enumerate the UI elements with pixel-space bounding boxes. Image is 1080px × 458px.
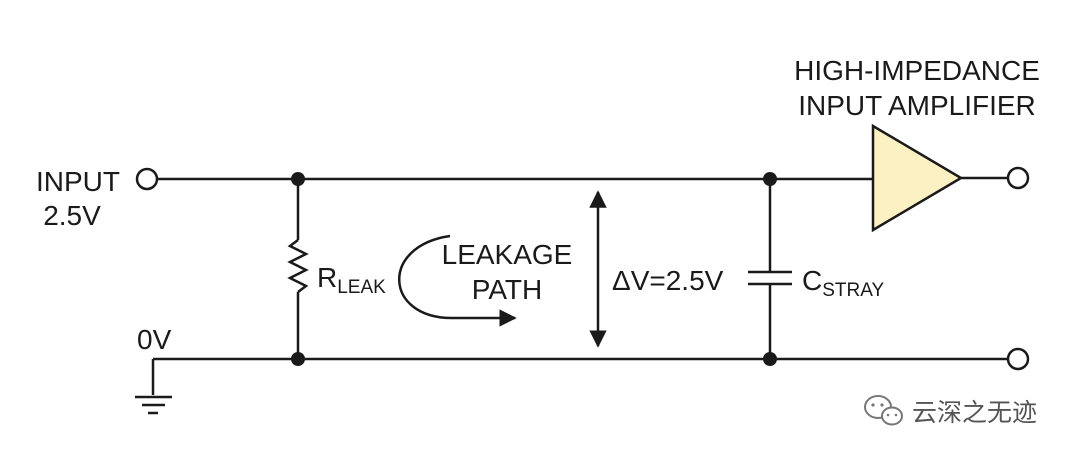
amplifier-title-line2: INPUT AMPLIFIER [798,90,1036,121]
watermark-text: 云深之无迹 [912,398,1037,427]
resistor-r-leak [287,179,309,359]
leakage-path-arrow [398,234,517,327]
amplifier-title-line1: HIGH-IMPEDANCE [794,55,1040,86]
amplifier-triangle [871,123,964,233]
output-terminal [1006,166,1030,190]
node-dot [763,352,777,366]
leakage-label-line2: PATH [472,274,543,305]
capacitor-label: CSTRAY [802,265,884,301]
watermark: 云深之无迹 [864,395,1037,427]
delta-v-label: ΔV=2.5V [612,265,724,296]
resistor-label-main: R [317,262,337,293]
input-voltage-label: 2.5V [43,200,101,231]
input-terminal [135,167,159,191]
resistor-label-subscript: LEAK [337,277,386,298]
ground-symbol [135,359,172,415]
resistor-label: RLEAK [317,262,386,298]
node-dot [763,172,777,186]
output-ground-terminal [1006,347,1030,371]
capacitor-c-stray [748,179,792,359]
capacitor-label-main: C [802,265,822,296]
input-label: INPUT [36,166,120,197]
node-dot [291,172,305,186]
leakage-label-line1: LEAKAGE [442,239,573,270]
wechat-icon [864,395,903,426]
ground-label: 0V [137,324,172,355]
node-dot [291,352,305,366]
capacitor-label-subscript: STRAY [822,280,884,301]
